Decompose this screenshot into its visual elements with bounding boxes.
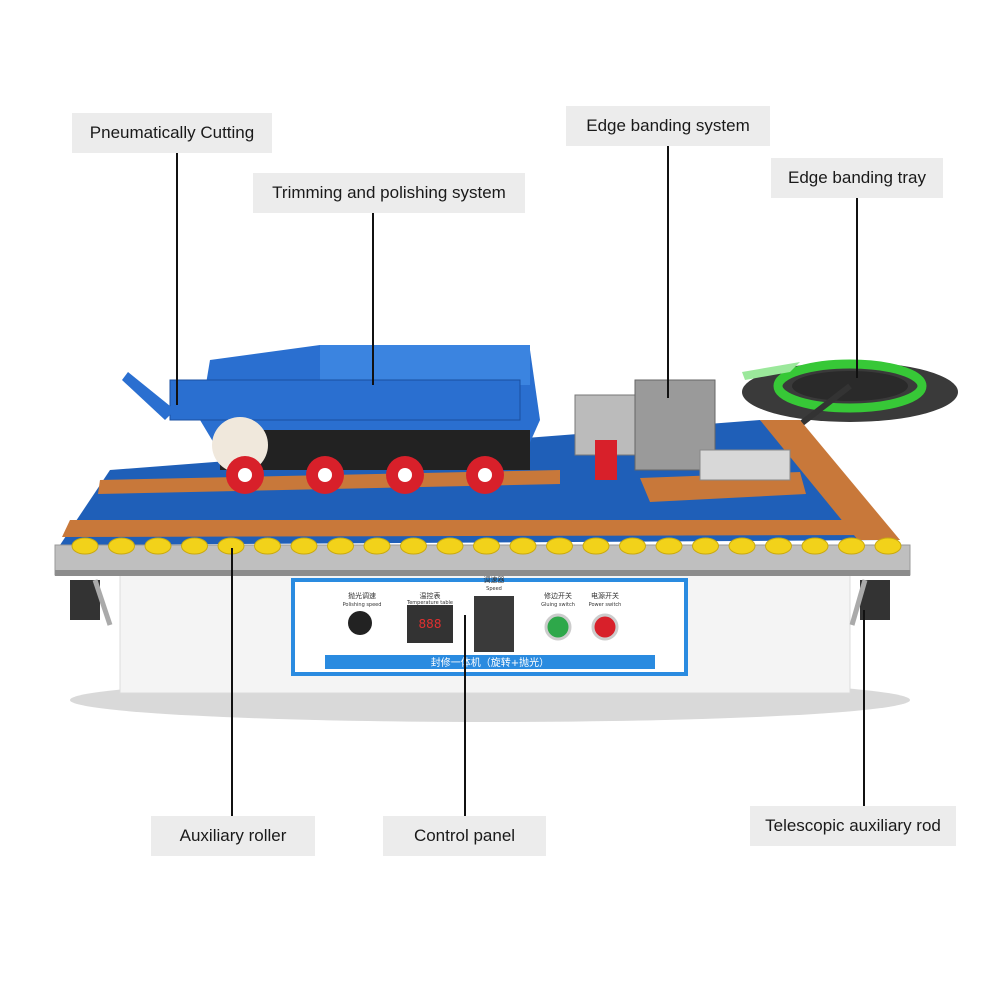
polishing-speed-label: 抛光调速 (348, 591, 376, 600)
speed-label: 调速器 (484, 575, 505, 584)
auxiliary-roller-wheel (838, 537, 865, 555)
temperature-display (407, 605, 453, 643)
label-pneumatic-cutting: Pneumatically Cutting (72, 113, 272, 153)
auxiliary-roller-wheel (108, 537, 135, 555)
power-switch-label-en: Power switch (589, 602, 622, 608)
auxiliary-rollers (71, 537, 902, 555)
label-auxiliary-roller: Auxiliary roller (151, 816, 315, 856)
auxiliary-roller-wheel (582, 537, 610, 555)
leader-telescopic-rod (863, 610, 865, 806)
edge-banding-unit (574, 379, 791, 481)
red-feed-wheel (306, 456, 344, 494)
speed-label-en: Speed (486, 586, 502, 592)
label-edge-banding-tray: Edge banding tray (771, 158, 943, 198)
gluing-switch-button[interactable] (544, 613, 572, 641)
leader-control-panel (464, 615, 466, 816)
auxiliary-roller-wheel (546, 537, 573, 555)
auxiliary-roller-wheel (801, 537, 829, 555)
label-control-panel: Control panel (383, 816, 546, 856)
auxiliary-roller-wheel (327, 537, 354, 555)
edge-banding-tray (742, 359, 958, 443)
label-telescopic-auxiliary-rod: Telescopic auxiliary rod (750, 806, 956, 846)
temperature-readout: 888 (419, 617, 442, 631)
leader-edge-banding-system (667, 146, 669, 398)
label-trimming-polishing-system: Trimming and polishing system (253, 173, 525, 213)
auxiliary-roller-wheel (71, 537, 99, 555)
polishing-speed-knob[interactable] (348, 611, 372, 635)
temperature-label: 温控表 (420, 591, 441, 600)
auxiliary-roller-wheel (144, 537, 172, 555)
red-feed-wheel (226, 456, 264, 494)
temperature-label-en: Temperature table (406, 600, 453, 606)
machine-title: 封修一体机（旋转+抛光） (431, 656, 549, 669)
trimming-polishing-unit (122, 345, 540, 473)
power-switch-label: 电源开关 (591, 591, 619, 600)
leader-edge-banding-tray (856, 198, 858, 378)
speed-controller[interactable] (474, 596, 514, 652)
leader-pneumatic-cutting (176, 153, 178, 405)
auxiliary-roller-wheel (728, 537, 756, 555)
telescopic-rods (70, 579, 890, 626)
auxiliary-roller-wheel (436, 537, 464, 555)
auxiliary-roller-wheel (473, 537, 500, 555)
auxiliary-roller-wheel (765, 537, 792, 555)
auxiliary-roller-wheel (655, 537, 683, 555)
auxiliary-roller-wheel (400, 537, 427, 555)
red-feed-wheel (466, 456, 504, 494)
leader-trimming-polishing (372, 213, 374, 385)
auxiliary-roller-wheel (181, 537, 208, 555)
gluing-switch-label-en: Gluing switch (541, 602, 575, 608)
auxiliary-roller-wheel (509, 537, 537, 555)
red-feed-wheel (386, 456, 424, 494)
auxiliary-roller-wheel (692, 537, 719, 555)
gluing-switch-label: 修边开关 (544, 591, 572, 600)
polishing-speed-label-en: Polishing speed (343, 602, 382, 608)
auxiliary-roller-wheel (874, 537, 902, 555)
red-feed-wheels (226, 456, 504, 494)
leader-auxiliary-roller (231, 548, 233, 816)
auxiliary-roller-wheel (254, 537, 281, 555)
control-panel: 抛光调速 Polishing speed 温控表 Temperature tab… (291, 575, 688, 676)
power-switch-button[interactable] (591, 613, 619, 641)
label-edge-banding-system: Edge banding system (566, 106, 770, 146)
auxiliary-roller-wheel (363, 537, 391, 555)
auxiliary-roller-wheel (619, 537, 646, 555)
auxiliary-roller-wheel (290, 537, 318, 555)
